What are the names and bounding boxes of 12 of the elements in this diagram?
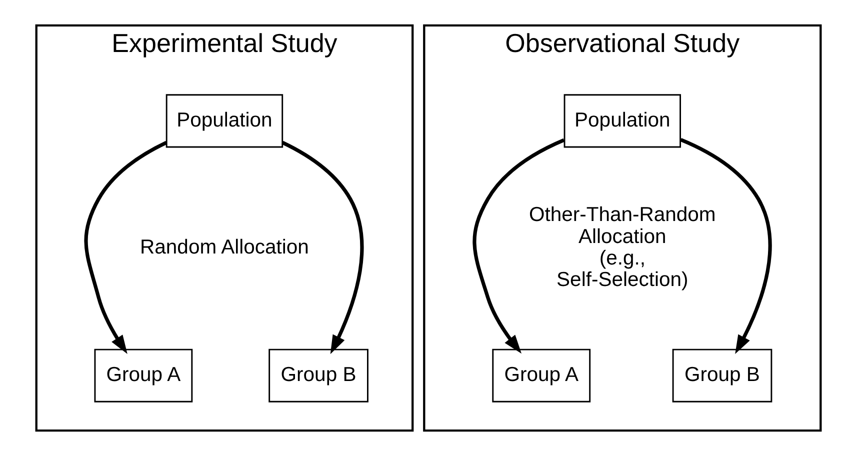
node-box: Group B [268, 348, 368, 402]
arrow [281, 140, 364, 354]
arrow [472, 138, 564, 354]
label: Other-Than-Random Allocation (e.g., Self-Selection) [528, 204, 716, 292]
arrow [680, 138, 772, 354]
node-box: Group B [672, 348, 772, 402]
node-box: Population [165, 94, 283, 148]
arrow [84, 140, 167, 354]
node-box: Group A [492, 348, 590, 402]
node-box: Group A [94, 348, 192, 402]
node-box: Population [563, 94, 680, 148]
label: Random Allocation [140, 236, 308, 259]
